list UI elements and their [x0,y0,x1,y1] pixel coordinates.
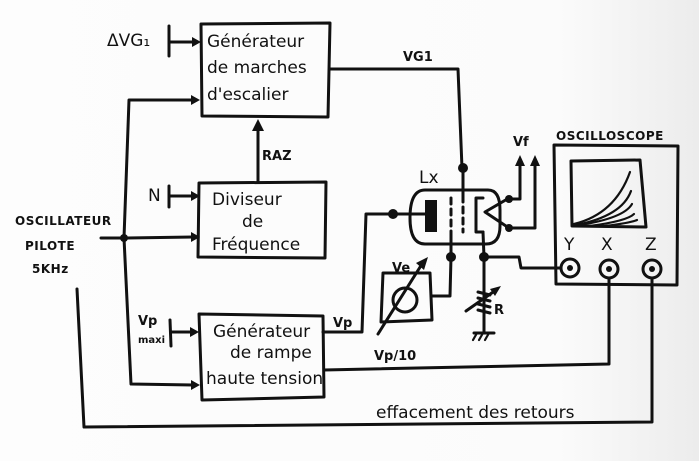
input-z-label: Z [645,235,657,255]
adjust-arrow[interactable] [376,262,424,336]
divider-label-2: de [242,212,263,232]
delta-vg1-label: ΔVG₁ [107,31,150,51]
staircase-label-3: d'escalier [207,85,288,105]
x-connection: Vp/10 [322,276,611,372]
staircase-generator-block: Générateur de marches d'escalier [199,21,332,119]
ve-box [379,271,434,324]
input-y-jack[interactable] [559,257,581,279]
cathode-connection: R [464,230,563,342]
ve-meter: Ve [376,234,456,336]
oscilloscope-block: OSCILLOSCOPE Y X Z [552,129,680,287]
input-x-jack[interactable] [598,258,620,280]
ramp-label-2: de rampe [230,343,312,363]
vp-10-label: Vp/10 [374,349,416,364]
oscilloscope-screen [569,158,648,229]
ramp-generator-block: Générateur de rampe haute tension [197,312,326,402]
divider-label-1: Diviseur [212,190,282,210]
oscilloscope-box [552,143,680,287]
raz-label: RAZ [262,149,292,164]
tube-plate [425,200,437,232]
vg1-connection: VG1 [328,50,468,173]
meter-dial [391,286,419,314]
oscillator-label-2: PILOTE [25,239,75,253]
oscillator-block: OSCILLATEUR PILOTE 5KHz [15,214,112,276]
ramp-box [197,312,326,402]
oscilloscope-title: OSCILLOSCOPE [556,129,664,143]
tube-envelope [408,188,502,246]
input-y-label: Y [563,235,575,255]
vp-connection: Vp [321,209,427,334]
input-z-jack[interactable] [641,258,663,280]
effacement-label: effacement des retours [376,403,575,423]
oscillator-label-3: 5KHz [32,262,69,276]
curve-1 [572,170,632,226]
arrow-head [192,37,201,47]
vg1-label: VG1 [403,50,433,65]
delta-vg1-input: ΔVG₁ [107,24,201,58]
vp-maxi-input: Vp maxi [138,314,199,348]
raz-connection: RAZ [252,119,292,183]
lx-label: Lx [419,168,439,188]
divider-box [196,180,328,260]
tube-lx: Lx [408,166,511,246]
tube-filament [483,196,511,230]
n-input: N [148,184,200,209]
staircase-box [199,21,332,119]
curve-3 [578,202,634,227]
characteristic-curves [572,170,639,228]
n-label: N [148,186,161,206]
oscillator-label-1: OSCILLATEUR [15,214,112,228]
staircase-label-1: Générateur [207,32,304,52]
vp-maxi-label-top: Vp [138,314,157,329]
frequency-divider-block: Diviseur de Fréquence [196,180,328,260]
tube-cathode [474,196,485,234]
divider-label-3: Fréquence [212,235,300,255]
curve-5 [603,218,639,228]
curve-2 [574,189,633,227]
curve-4 [588,212,636,228]
ramp-label-1: Générateur [213,322,310,342]
staircase-label-2: de marches [207,58,307,78]
input-x-label: X [601,235,613,255]
ve-label: Ve [392,261,410,276]
ramp-label-3: haute tension [206,369,323,389]
oscillator-bus [99,95,200,390]
vf-label: Vf [513,135,529,150]
vf-connection: Vf [505,135,540,232]
z-connection: effacement des retours [75,276,654,429]
r-label: R [494,303,504,318]
vp-label: Vp [333,316,352,331]
vp-maxi-label-bottom: maxi [138,335,165,346]
